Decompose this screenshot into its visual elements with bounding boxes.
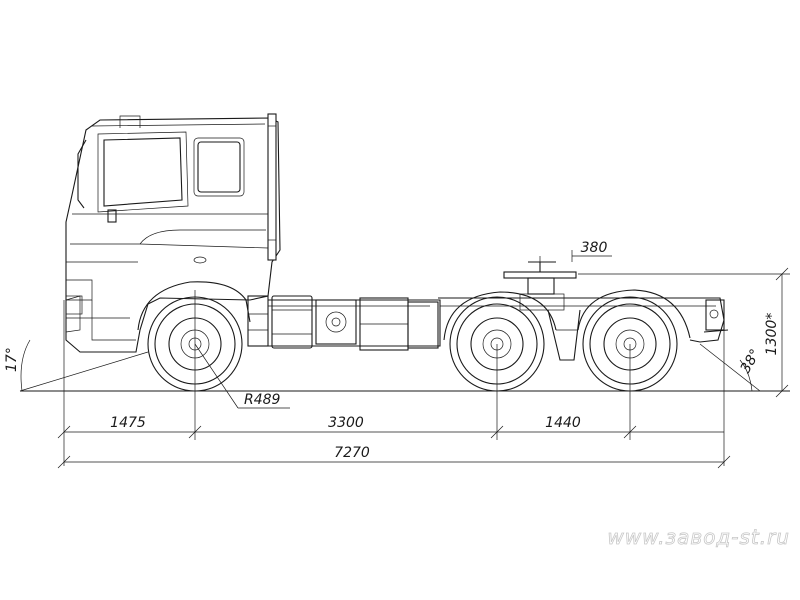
dim-front-overhang: 1475 [110, 415, 146, 431]
exhaust-stack [267, 113, 277, 261]
dim-overall-length: 7270 [334, 445, 370, 461]
dimension-lines [19, 250, 790, 469]
door-handle [107, 209, 117, 223]
rear-mudguard-1 [443, 291, 557, 341]
fifth-wheel [503, 261, 581, 361]
dim-approach-angle: 17° [4, 347, 20, 372]
dim-wheelbase: 3300 [328, 415, 364, 431]
steps [247, 295, 269, 347]
fuel-tank [271, 295, 313, 349]
dim-departure-angle: 38° [738, 346, 764, 376]
door-window [103, 137, 183, 207]
rear-cab-window [197, 141, 241, 193]
cab [65, 115, 281, 353]
rear-mudguard-2 [577, 289, 691, 339]
dim-rear-axle-spacing: 1440 [545, 415, 581, 431]
mirror [77, 139, 87, 209]
watermark: www.завод-st.ru [607, 525, 790, 549]
dim-fifth-wheel-height: 1300* [764, 313, 780, 356]
dim-fifth-wheel-offset: 380 [581, 240, 608, 256]
dim-wheel-radius: R489 [244, 392, 281, 408]
